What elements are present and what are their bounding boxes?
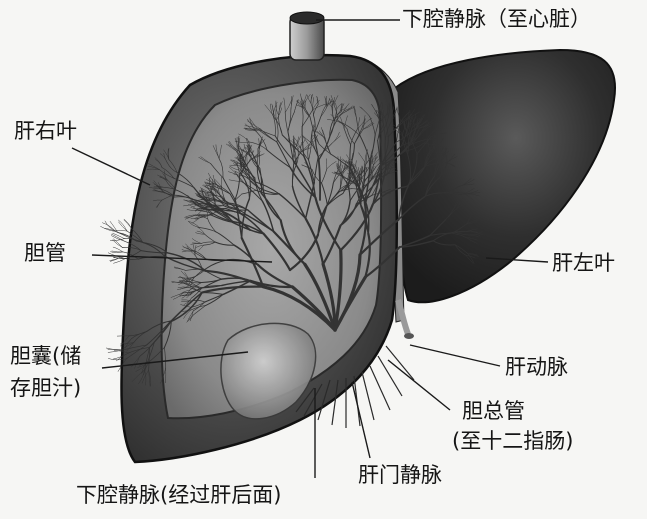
ivc-top-opening [290, 12, 324, 24]
label-right-lobe: 肝右叶 [14, 118, 77, 144]
label-ivc-top: 下腔静脉（至心脏） [402, 6, 591, 32]
label-left-lobe: 肝左叶 [552, 250, 615, 276]
duct-branch [113, 240, 123, 248]
label-common-bile-duct-line2: (至十二指肠) [452, 428, 573, 454]
label-gallbladder: 胆囊(储 存胆汁) [10, 343, 81, 401]
hepatic-artery-end [404, 333, 414, 339]
label-common-bile-duct-line1: 胆总管 [452, 398, 573, 424]
label-gallbladder-line2: 存胆汁) [10, 375, 81, 401]
label-bile-duct: 胆管 [24, 240, 66, 266]
leader-right-lobe [72, 148, 150, 185]
label-ivc-bottom: 下腔静脉(经过肝后面) [76, 482, 281, 508]
leader-common-bile-duct [388, 360, 450, 410]
label-gallbladder-line1: 胆囊(储 [10, 343, 81, 369]
leader-hepatic-artery [410, 345, 500, 366]
label-common-bile-duct: 胆总管 (至十二指肠) [452, 398, 573, 454]
label-portal-vein: 肝门静脉 [358, 462, 442, 488]
duct-branch [113, 247, 123, 252]
label-hepatic-artery: 肝动脉 [505, 354, 568, 380]
duct-branch [119, 222, 128, 231]
duct-branch [114, 230, 127, 231]
duct-branch [112, 251, 123, 252]
